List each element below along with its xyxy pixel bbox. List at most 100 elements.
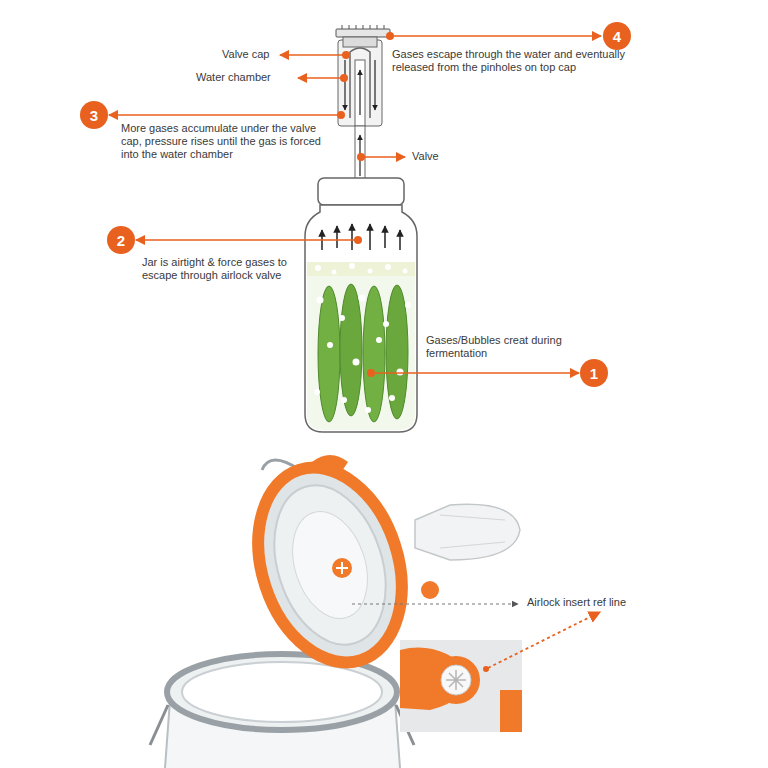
airlock-inset — [400, 640, 522, 732]
annotation-text: Jar is airtight & force gases to escape … — [142, 256, 312, 282]
jar-photo — [234, 449, 425, 681]
jar-drawing — [369, 224, 371, 250]
jar-photo — [332, 558, 352, 578]
jar-drawing — [363, 286, 385, 422]
jar-drawing — [384, 226, 386, 248]
callout-number: 2 — [107, 226, 135, 254]
annotation-text: Airlock insert ref line — [527, 596, 697, 609]
airlock-drawing — [355, 126, 365, 180]
airlock-drawing — [355, 60, 365, 126]
airlock-drawing — [344, 60, 345, 110]
jar-drawing — [318, 178, 404, 205]
airlock-inset — [446, 670, 466, 690]
airlock-drawing — [377, 25, 378, 29]
jar-drawing — [307, 262, 415, 276]
jar-drawing — [305, 205, 417, 432]
jar-photo — [440, 542, 505, 548]
jar-drawing — [397, 369, 404, 376]
jar-drawing — [399, 230, 401, 250]
jar-drawing — [317, 297, 324, 304]
leader-lines — [136, 239, 355, 241]
leader-lines — [364, 156, 405, 158]
jar-drawing — [349, 263, 355, 269]
airlock-inset — [432, 656, 480, 704]
airlock-drawing — [356, 25, 357, 29]
leader-dots — [386, 32, 394, 40]
leader-dots — [337, 32, 394, 377]
airlock-drawing — [359, 70, 360, 115]
airlock-drawing — [338, 40, 382, 126]
jar-photo — [150, 705, 168, 745]
airlock-drawing — [342, 25, 343, 29]
circle-fill — [603, 22, 631, 50]
callout-circle: 4 — [603, 22, 631, 50]
leader-dots — [354, 236, 362, 244]
circle-fill — [580, 359, 608, 387]
leader-dots — [367, 369, 375, 377]
jar-drawing — [359, 295, 366, 302]
jar-drawing — [322, 224, 400, 250]
airlock-drawing — [336, 29, 390, 37]
leader-lines — [280, 54, 343, 56]
jar-photo — [234, 449, 425, 681]
leader-lines — [109, 36, 601, 373]
jar-photo — [280, 502, 381, 628]
jar-drawing — [307, 276, 415, 430]
jar-drawing — [403, 269, 408, 274]
jar-drawing — [339, 315, 345, 321]
leader-lines — [394, 35, 601, 37]
airlock-drawing — [384, 25, 385, 29]
jar-drawing — [336, 226, 338, 248]
jar-drawing — [351, 224, 353, 250]
reference-arrows — [352, 604, 600, 672]
annotation-text: Water chamber — [196, 71, 296, 84]
airlock-drawing — [363, 25, 364, 29]
jar-drawing — [318, 286, 340, 422]
jar-photo — [336, 562, 348, 574]
jar-drawing — [305, 178, 417, 432]
jar-photo — [312, 455, 348, 474]
jar-drawing — [376, 337, 382, 343]
reference-arrows — [483, 666, 489, 672]
jar-drawing — [353, 359, 360, 366]
circle-fill — [80, 101, 108, 129]
jar-photo — [182, 662, 382, 722]
airlock-inset — [400, 640, 522, 732]
jar-photo — [440, 515, 505, 520]
jar-drawing — [340, 284, 362, 416]
reference-arrows — [488, 612, 600, 668]
callout-number: 4 — [603, 22, 631, 50]
annotation-text: Valve cap — [222, 48, 282, 61]
jar-photo — [415, 504, 520, 560]
callout-number: 1 — [580, 359, 608, 387]
jar-drawing — [315, 265, 321, 271]
leader-lines — [298, 77, 341, 79]
leader-lines — [374, 372, 579, 374]
callout-circle: 1 — [580, 359, 608, 387]
airlock-inset — [441, 665, 471, 695]
annotation-text: More gases accumulate under the valve ca… — [121, 122, 326, 162]
jar-drawing — [365, 407, 371, 413]
jar-drawing — [341, 397, 347, 403]
annotation-text: Gases/Bubbles creat during fermentation — [426, 334, 571, 360]
circle-fill — [107, 226, 135, 254]
leader-dots — [357, 153, 365, 161]
jar-drawing — [314, 263, 411, 413]
callout-number: 3 — [80, 101, 108, 129]
airlock-inset — [500, 690, 522, 732]
airlock-drawing — [343, 37, 377, 47]
airlock-drawing — [370, 25, 371, 29]
annotation-text: Valve — [412, 150, 472, 163]
jar-drawing — [389, 395, 395, 401]
leader-dots — [340, 74, 348, 82]
reference-arrows — [352, 603, 518, 604]
jar-drawing — [383, 321, 389, 327]
airlock-drawing — [350, 48, 370, 118]
jar-drawing — [314, 389, 320, 395]
leader-dots — [337, 111, 345, 119]
jar-drawing — [368, 269, 373, 274]
